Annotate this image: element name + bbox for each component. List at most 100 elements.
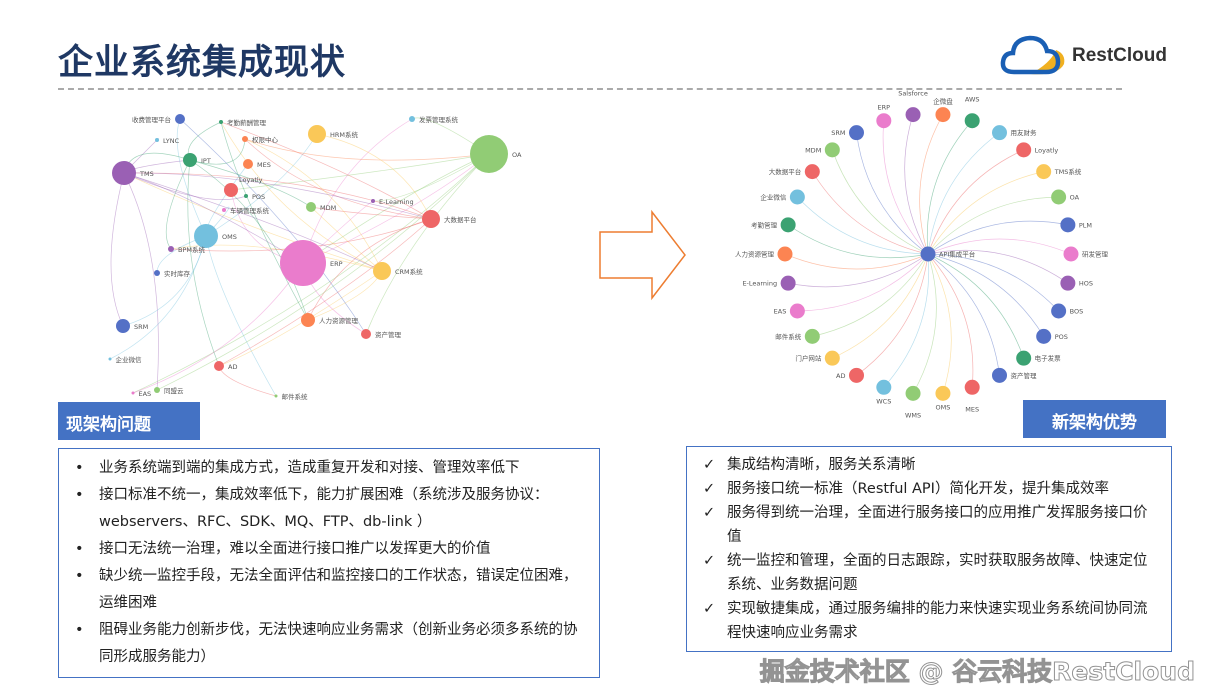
graph-node — [155, 138, 159, 142]
graph-edge — [122, 235, 207, 327]
graph-edge — [919, 114, 944, 255]
graph-node-label: AD — [836, 372, 845, 380]
list-item-text: 接口无法统一治理，难以全面进行接口推广以发挥更大的价值 — [99, 541, 491, 557]
graph-node — [849, 125, 864, 141]
graph-edge — [109, 235, 207, 360]
graph-node — [470, 135, 508, 173]
graph-edge — [788, 253, 929, 288]
graph-node — [849, 367, 864, 383]
graph-node-label: OMS — [936, 403, 951, 411]
graph-node — [194, 224, 218, 248]
graph-node-label: AD — [228, 363, 237, 371]
graph-edge — [189, 138, 246, 165]
graph-node-label: OA — [512, 151, 522, 159]
list-item: •阻碍业务能力创新步伐，无法快速响应业务需求（创新业务必须多系统的协同形成服务能… — [69, 617, 589, 671]
graph-node — [780, 217, 796, 233]
graph-node — [301, 313, 315, 327]
graph-edge — [302, 153, 490, 264]
graph-node — [789, 189, 805, 205]
graph-node — [280, 240, 326, 286]
graph-edge — [784, 253, 929, 270]
graph-edge — [123, 172, 304, 264]
graph-edge — [132, 262, 304, 394]
graph-node-label: TMS — [139, 170, 154, 178]
graph-edge — [220, 121, 383, 272]
graph-node — [789, 303, 805, 319]
graph-edge — [882, 120, 929, 255]
graph-edge — [856, 253, 929, 376]
bullet-icon: • — [75, 541, 84, 557]
page-title: 企业系统集成现状 — [58, 43, 347, 83]
list-item-text: 集成结构清晰，服务关系清晰 — [727, 457, 916, 473]
graph-node-label: IPT — [201, 157, 211, 165]
graph-node — [876, 113, 892, 129]
graph-node-label: Salsforce — [898, 90, 928, 98]
graph-node-label: SRM — [134, 323, 148, 331]
graph-node-label: 大数据平台 — [769, 167, 802, 176]
graph-edge — [831, 149, 929, 255]
list-item: ✓实现敏捷集成，通过服务编排的能力来快速实现业务系统间协同流程快速响应业务需求 — [697, 597, 1161, 645]
graph-node-label: LYNC — [163, 137, 180, 145]
graph-node — [154, 270, 160, 276]
list-item: ✓统一监控和管理，全面的日志跟踪，实时获取服务故障、快速定位系统、业务数据问题 — [697, 549, 1161, 597]
graph-node-label: 权限中心 — [252, 135, 279, 144]
list-item-text: 服务得到统一治理，全面进行服务接口的应用推广发挥服务接口价值 — [727, 505, 1148, 545]
graph-edge — [218, 270, 383, 367]
bullet-icon: • — [75, 568, 84, 584]
graph-edge — [123, 172, 247, 200]
graph-edge — [244, 138, 490, 161]
graph-edge — [220, 121, 432, 220]
graph-node-label: 考勤薪酬管理 — [227, 118, 267, 127]
graph-node — [373, 262, 391, 280]
graph-node — [242, 136, 248, 142]
graph-edge — [170, 244, 383, 272]
graph-node-label: MES — [257, 161, 271, 169]
graph-node-label: MES — [965, 405, 979, 413]
graph-node — [1060, 275, 1076, 291]
advantages-list: ✓ 集成结构清晰，服务关系清晰 ✓服务接口统一标准（Restful API）简化开发… — [686, 446, 1172, 652]
graph-edge — [123, 172, 432, 220]
graph-node-label: Loyatly — [1035, 146, 1059, 154]
graph-node-label: PLM — [1079, 221, 1092, 229]
graph-edge — [927, 253, 952, 394]
title-divider — [58, 88, 1122, 90]
graph-node — [992, 125, 1007, 141]
graph-node-label: MDM — [805, 146, 821, 154]
restcloud-logo: RestCloud — [1000, 34, 1167, 78]
graph-edge — [927, 253, 1025, 359]
bullet-icon: • — [75, 487, 84, 503]
list-item: ✓服务接口统一标准（Restful API）简化开发，提升集成效率 — [697, 477, 1161, 501]
graph-node-label: POS — [252, 193, 265, 201]
graph-node-label: 企业微信 — [116, 355, 143, 364]
graph-node-label: 实时库存 — [164, 269, 191, 278]
graph-node-label: HOS — [1079, 280, 1093, 288]
graph-edge — [904, 114, 929, 255]
graph-node — [409, 116, 415, 122]
graph-edge — [110, 172, 125, 327]
graph-edge — [927, 238, 1072, 255]
graph-edge — [787, 224, 929, 259]
list-item-text: 阻碍业务能力创新步伐，无法快速响应业务需求（创新业务必须多系统的协同形成服务能力… — [99, 622, 578, 665]
graph-node — [964, 379, 980, 395]
list-item-text: 接口标准不统一，集成效率低下，能力扩展困难（系统涉及服务协议：webserver… — [99, 487, 549, 530]
graph-node-label: 邮件系统 — [282, 392, 309, 401]
graph-node — [992, 367, 1007, 383]
graph-edge — [310, 206, 432, 220]
graph-edge — [927, 249, 1069, 284]
graph-node — [371, 199, 375, 203]
graph-node-label: 车辆管理系统 — [230, 206, 270, 215]
watermark: 掘金技术社区 @ 谷云科技RestCloud — [759, 657, 1195, 687]
graph-node-label: POS — [1055, 333, 1068, 341]
list-item: •业务系统端到端的集成方式，造成重复开发和对接、管理效率低下 — [69, 455, 589, 482]
graph-node-label: CRM系统 — [395, 267, 423, 276]
graph-edge — [132, 153, 490, 394]
graph-node-label: 考勤管理 — [751, 220, 778, 229]
checkmark-icon: ✓ — [703, 481, 716, 497]
graph-node — [1051, 303, 1067, 319]
graph-node — [308, 125, 326, 143]
graph-node — [243, 159, 253, 169]
graph-node — [935, 385, 951, 401]
graph-node — [1051, 189, 1067, 205]
logo-text: RestCloud — [1072, 45, 1167, 66]
